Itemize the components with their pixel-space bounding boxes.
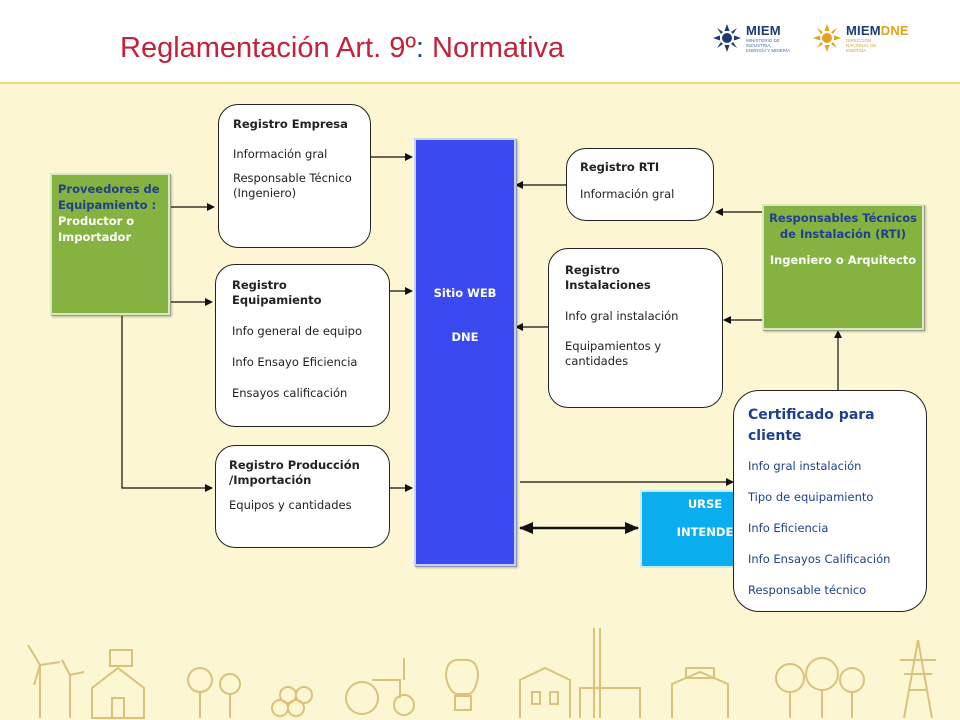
miemdne-logo-sub: DIRECCIÓN NACIONAL DE ENERGÍA [846,38,877,53]
certificado-box: Certificado para cliente Info gral insta… [733,390,927,612]
miemdne-logo-name-b: DNE [880,23,909,38]
ursea-line-1: URSE [687,497,723,511]
title-main: Reglamentación Art. 9º [120,32,416,64]
registro-equipamiento-item-1: Info general de equipo [232,324,363,338]
registro-instalaciones-item-1: Info gral instalación [565,309,679,323]
proveedores-line-1: Proveedores de [58,182,160,196]
registro-empresa-title: Registro Empresa [233,117,348,131]
registro-empresa-box: Registro Empresa Información gral Respon… [218,104,371,248]
header-rule [0,82,960,84]
miem-sun-icon [713,24,741,52]
registro-produccion-item-1: Equipos y cantidades [229,498,352,512]
certificado-item-2: Tipo de equipamiento [748,490,874,504]
registro-instalaciones-title: Registro Instalaciones [565,263,651,292]
light-bulb-icon [444,658,480,711]
wind-turbine-icon [27,644,85,718]
responsables-box: Responsables Técnicos de Instalación (RT… [762,204,924,330]
registro-rti-box: Registro RTI Información gral [566,148,714,221]
title-rest: Normativa [423,32,565,64]
registro-equipamiento-item-3: Ensayos calificación [232,386,348,400]
sunflower-icon [187,667,241,718]
house-icon [91,649,145,719]
registro-equipamiento-title: Registro Equipamiento [232,278,322,307]
page-title: Reglamentación Art. 9º: Normativa [120,32,564,65]
registro-produccion-box: Registro Producción /Importación Equipos… [215,445,390,548]
responsables-title: Responsables Técnicos de Instalación (RT… [769,211,917,241]
certificado-item-5: Responsable técnico [748,583,867,597]
registro-rti-title: Registro RTI [580,160,660,174]
certificado-title: Certificado para cliente [748,407,875,444]
sitio-web-line-1: Sitio WEB [433,286,497,300]
miem-logo-sub: MINISTERIO DE INDUSTRIA, ENERGÍA Y MINER… [746,38,791,53]
miemdne-logo-name-a: MIEM [846,23,881,38]
ursea-line-2: INTENDE [676,525,734,539]
miemdne-logo: MIEMDNE DIRECCIÓN NACIONAL DE ENERGÍA [812,18,909,58]
proveedores-line-3: Productor o [58,214,135,228]
header-band [0,0,960,82]
miem-logo: MIEM MINISTERIO DE INDUSTRIA, ENERGÍA Y … [712,18,792,58]
miem-logo-name: MIEM [746,23,781,38]
certificado-item-1: Info gral instalación [748,459,862,473]
registro-empresa-item-1: Información gral [233,147,328,161]
registro-instalaciones-box: Registro Instalaciones Info gral instala… [548,248,723,408]
power-tower-icon [900,639,936,719]
proveedores-line-4: Importador [58,230,132,244]
registro-rti-item-1: Información gral [580,187,675,201]
building-icon [519,666,571,718]
registro-instalaciones-item-2: Equipamientos y cantidades [565,339,662,368]
factory-chimney-icon [579,628,641,718]
miemdne-logo-name: MIEMDNE [846,23,909,38]
certificado-item-3: Info Eficiencia [748,521,829,535]
logs-icon [271,686,313,717]
registro-equipamiento-item-2: Info Ensayo Eficiencia [232,355,358,369]
responsables-subtitle: Ingeniero o Arquitecto [769,253,917,267]
registro-produccion-title: Registro Producción /Importación [229,458,360,487]
proveedores-line-2: Equipamiento : [58,198,157,212]
industrial-plant-icon [671,667,729,718]
registro-empresa-item-2: Responsable Técnico (Ingeniero) [233,171,352,200]
sitio-web-line-2: DNE [451,330,479,344]
title-colon: : [415,32,424,64]
arrow-proveedores-to-produccion [121,315,213,492]
sitio-web-dne-box: Sitio WEB DNE [414,138,516,566]
tractor-icon [345,658,415,716]
trees-icon [775,657,865,718]
proveedores-box: Proveedores de Equipamiento : Productor … [50,173,170,315]
miemdne-sun-icon [813,24,841,52]
certificado-item-4: Info Ensayos Calificación [748,552,891,566]
registro-equipamiento-box: Registro Equipamiento Info general de eq… [215,264,390,427]
decorative-icon-strip [27,628,936,719]
